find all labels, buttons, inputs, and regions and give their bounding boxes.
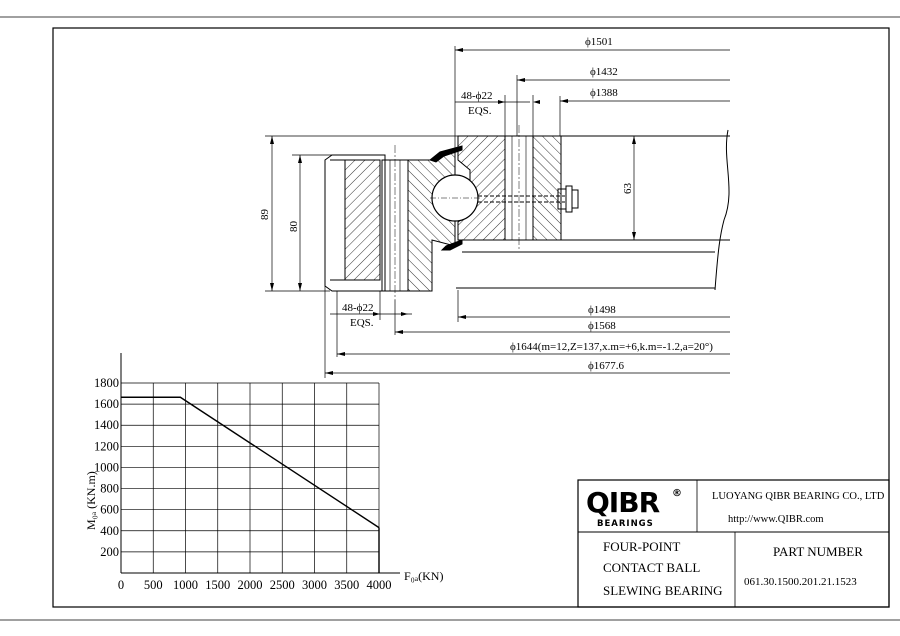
logo-subtitle: BEARINGS — [597, 519, 654, 529]
x-tick-label: 0 — [118, 578, 124, 592]
dim-80: 80 — [288, 221, 300, 233]
sheet-frame — [0, 16, 900, 621]
chart-x-axis-label: F₀ₐ(KN) — [404, 569, 443, 583]
y-tick-label: 1600 — [94, 397, 119, 411]
dim-holes-outer: 48-ϕ22 — [461, 90, 492, 102]
dim-89: 89 — [259, 209, 271, 221]
load-capacity-chart: 0 500 1000 1500 2000 2500 3000 3500 4000 200 400 60… — [84, 353, 443, 592]
dimension-arrows — [270, 48, 636, 375]
y-tick-label: 800 — [100, 482, 119, 496]
top-seal — [428, 145, 463, 163]
y-tick-label: 400 — [100, 524, 119, 538]
chart-grid — [120, 382, 380, 573]
bearing-cross-section — [324, 125, 730, 300]
dim-1388: ϕ1388 — [590, 87, 618, 99]
company-url: http://www.QIBR.com — [728, 514, 824, 525]
x-tick-label: 1500 — [205, 578, 230, 592]
x-tick-label: 3500 — [334, 578, 359, 592]
dim-1677: ϕ1677.6 — [588, 360, 625, 372]
x-tick-label: 4000 — [367, 578, 392, 592]
bolt-and-nut — [478, 185, 579, 213]
y-tick-label: 200 — [100, 545, 119, 559]
dim-1501: ϕ1501 — [585, 36, 613, 48]
dimension-labels: ϕ1501 ϕ1432 ϕ1388 48-ϕ22 EQS. 89 80 63 4… — [259, 36, 713, 372]
chart-tick-labels: 0 500 1000 1500 2000 2500 3000 3500 4000 200 400 60… — [94, 376, 392, 592]
part-number-label: PART NUMBER — [773, 544, 863, 559]
x-tick-label: 1000 — [173, 578, 198, 592]
dim-1498: ϕ1498 — [588, 304, 616, 316]
x-tick-label: 3000 — [302, 578, 327, 592]
dim-1644: ϕ1644(m=12,Z=137,x.m=+6,k.m=-1.2,a=20°) — [510, 341, 713, 353]
logo-text: QIBR — [586, 486, 660, 519]
y-tick-label: 1000 — [94, 460, 119, 474]
x-tick-label: 2500 — [270, 578, 295, 592]
chart-series — [121, 396, 380, 573]
series-line — [121, 396, 380, 529]
y-tick-label: 600 — [100, 503, 119, 517]
x-tick-label: 2000 — [238, 578, 263, 592]
dim-1568: ϕ1568 — [588, 320, 616, 332]
dim-eqs-inner: EQS. — [350, 317, 374, 329]
description-line-2: CONTACT BALL — [603, 560, 700, 575]
dim-holes-inner: 48-ϕ22 — [342, 302, 373, 314]
y-tick-label: 1400 — [94, 418, 119, 432]
part-number-value: 061.30.1500.201.21.1523 — [744, 576, 857, 588]
dim-63: 63 — [622, 183, 634, 195]
description-line-3: SLEWING BEARING — [603, 583, 723, 598]
chart-y-axis-label: M₀ₐ (KN.m) — [84, 471, 98, 530]
title-block — [577, 479, 890, 608]
description-line-1: FOUR-POINT — [603, 539, 680, 554]
x-tick-label: 500 — [144, 578, 163, 592]
chart-axes — [120, 353, 400, 574]
dimension-lines — [265, 46, 730, 378]
dim-eqs-outer: EQS. — [468, 105, 492, 117]
company-logo: QIBR ® BEARINGS — [586, 486, 682, 529]
company-name: LUOYANG QIBR BEARING CO., LTD — [712, 491, 885, 502]
y-tick-label: 1200 — [94, 439, 119, 453]
dim-1432: ϕ1432 — [590, 66, 618, 78]
y-tick-label: 1800 — [94, 376, 119, 390]
bottom-seal — [440, 239, 463, 251]
logo-registered-mark: ® — [672, 488, 682, 499]
